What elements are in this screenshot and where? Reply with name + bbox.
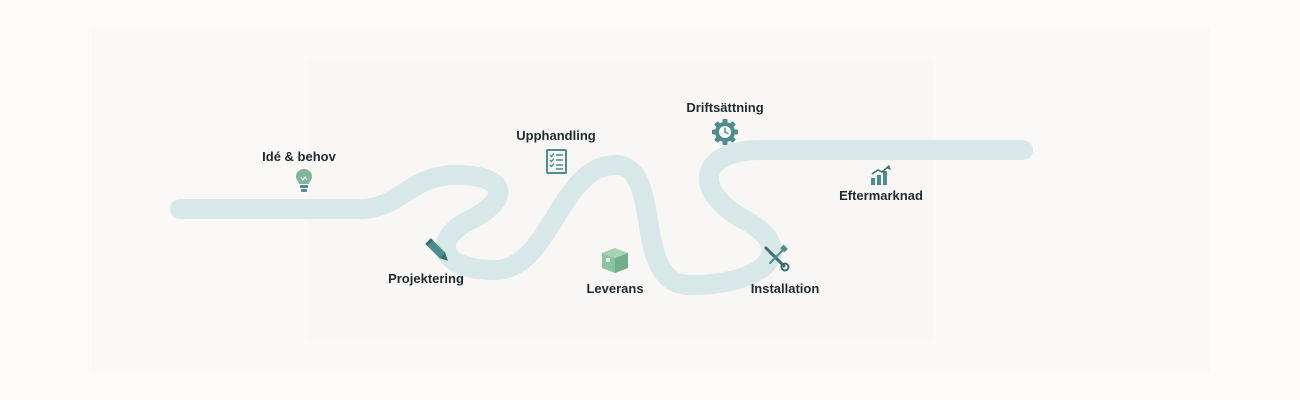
gear-clock-icon [712,119,738,145]
checklist-icon [546,149,567,174]
stage-label-projektering: Projektering [388,271,464,286]
stage-label-leverans: Leverans [586,281,644,296]
pencil-icon [425,238,448,261]
stage-label-eftermarknad: Eftermarknad [839,188,923,203]
lightbulb-icon [296,169,312,192]
stage-label-driftsattning: Driftsättning [686,100,764,115]
stage-label-ide-behov: Idé & behov [262,149,336,164]
box-icon [602,248,628,273]
growth-chart-icon [871,165,891,185]
stage-label-installation: Installation [750,281,820,296]
wrench-screwdriver-icon [764,244,790,272]
background-inner-panel [308,60,933,340]
stage-label-upphandling: Upphandling [516,128,596,143]
